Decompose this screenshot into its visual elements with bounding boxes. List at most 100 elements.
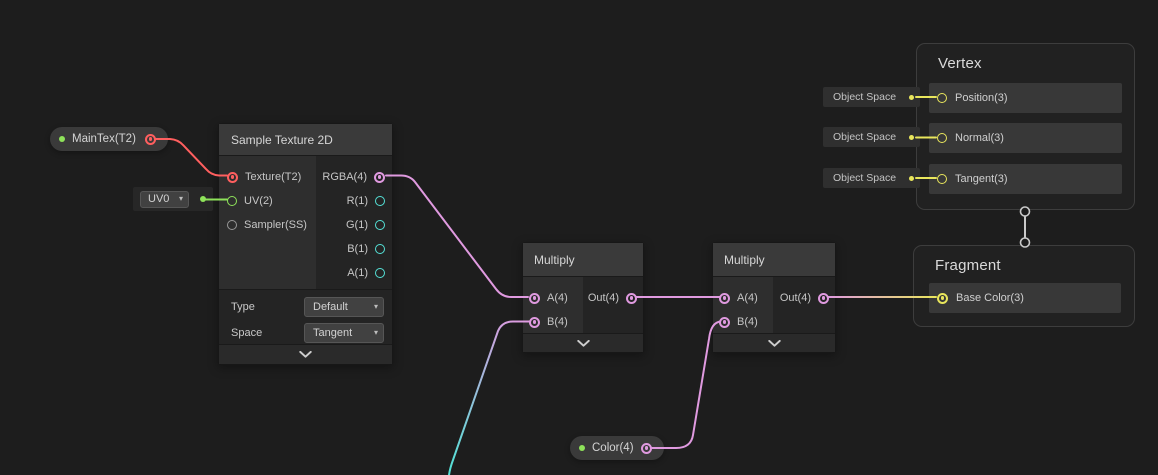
uv-connector-dot-icon (200, 196, 206, 202)
context-title: Vertex (938, 55, 982, 72)
port-label: G(1) (346, 219, 368, 231)
space-dropdown[interactable]: Tangent ▾ (304, 323, 384, 343)
collapse-chevron-icon (767, 339, 781, 347)
object-space-selector-normal[interactable]: Object Space (823, 127, 920, 147)
port-row-sampler: Sampler(SS) (219, 213, 316, 237)
block-label: Base Color(3) (956, 292, 1024, 304)
object-space-selector-tangent[interactable]: Object Space (823, 168, 920, 188)
block-label: Normal(3) (955, 132, 1004, 144)
type-control-row: Type Default ▾ (219, 294, 392, 320)
property-label: Color(4) (592, 442, 634, 454)
control-label: Type (231, 301, 255, 313)
port-label: R(1) (346, 195, 368, 207)
space-control-row: Space Tangent ▾ (219, 320, 392, 346)
a-output-port[interactable] (375, 268, 385, 278)
port-row-a: A(4) (523, 286, 583, 310)
collapse-footer[interactable] (713, 333, 835, 352)
block-normal[interactable]: Normal(3) (929, 123, 1122, 153)
port-row-r: R(1) (316, 189, 392, 213)
b-input-port[interactable] (529, 316, 540, 328)
b-input-port[interactable] (719, 316, 730, 328)
node-title[interactable]: Multiply (713, 243, 835, 277)
property-color[interactable]: Color(4) (570, 436, 664, 460)
dropdown-value: Default (313, 301, 348, 313)
port-label: Texture(T2) (245, 171, 302, 183)
b-output-port[interactable] (375, 244, 385, 254)
collapse-chevron-icon (299, 351, 312, 358)
block-label: Tangent(3) (955, 173, 1008, 185)
port-label: A(4) (547, 292, 568, 304)
edge-rgba-to-multiply1-a[interactable] (385, 174, 529, 298)
selector-label: Object Space (833, 131, 897, 143)
port-label: A(4) (737, 292, 758, 304)
type-dropdown[interactable]: Default ▾ (304, 297, 384, 317)
port-row-g: G(1) (316, 213, 392, 237)
selector-label: Object Space (833, 91, 897, 103)
port-row-rgba: RGBA(4) (316, 165, 392, 189)
normal-input-port[interactable] (937, 133, 947, 143)
port-row-a: A(1) (316, 261, 392, 285)
block-tangent[interactable]: Tangent(3) (929, 164, 1122, 194)
edge-color-to-multiply2-b[interactable] (650, 320, 722, 449)
tangent-input-port[interactable] (937, 174, 947, 184)
rgba-output-port[interactable] (374, 171, 385, 183)
port-label: A(1) (347, 267, 368, 279)
sampler-input-port[interactable] (227, 220, 237, 230)
a-input-port[interactable] (529, 292, 540, 304)
port-row-a: A(4) (713, 286, 773, 310)
dropdown-caret-icon: ▾ (373, 302, 378, 311)
out-output-port[interactable] (626, 292, 637, 304)
dropdown-value: Tangent (313, 327, 353, 339)
uv-channel-dropdown[interactable]: UV0 ▾ (140, 190, 189, 208)
vertex-context[interactable]: Vertex Position(3) Normal(3) Tangent(3) (916, 43, 1135, 210)
position-input-port[interactable] (937, 93, 947, 103)
out-output-port[interactable] (818, 292, 829, 304)
r-output-port[interactable] (375, 196, 385, 206)
collapse-footer[interactable] (523, 333, 643, 352)
property-maintex[interactable]: MainTex(T2) (50, 127, 168, 151)
input-column: A(4) B(4) (523, 277, 583, 336)
input-column: Texture(T2) UV(2) Sampler(SS) (219, 156, 316, 289)
port-row-b: B(4) (523, 310, 583, 334)
fragment-context[interactable]: Fragment Base Color(3) (913, 245, 1135, 327)
port-label: B(4) (547, 316, 568, 328)
collapse-chevron-icon (576, 339, 590, 347)
texture-input-port[interactable] (227, 171, 238, 183)
collapse-footer[interactable] (219, 344, 392, 364)
vertex-fragment-stack-link (1019, 206, 1031, 248)
property-dot-icon (59, 136, 65, 142)
color-output-port[interactable] (641, 442, 652, 454)
port-row-b: B(4) (713, 310, 773, 334)
dropdown-caret-icon: ▾ (178, 194, 183, 203)
object-space-selector-position[interactable]: Object Space (823, 87, 920, 107)
edge-offscreen-to-multiply1-b[interactable] (447, 320, 530, 475)
base-color-input-port[interactable] (937, 292, 948, 304)
a-input-port[interactable] (719, 292, 730, 304)
property-label: MainTex(T2) (72, 133, 136, 145)
maintex-output-port[interactable] (145, 133, 156, 145)
g-output-port[interactable] (375, 220, 385, 230)
port-label: UV(2) (244, 195, 273, 207)
uv-channel-selector: UV0 ▾ (133, 187, 213, 211)
port-label: Out(4) (587, 292, 619, 304)
node-title[interactable]: Sample Texture 2D (219, 124, 392, 156)
port-row-b: B(1) (316, 237, 392, 261)
node-multiply-1[interactable]: Multiply A(4) B(4) Out(4) (522, 242, 644, 353)
block-position[interactable]: Position(3) (929, 83, 1122, 113)
uv-input-port[interactable] (227, 196, 237, 206)
port-label: RGBA(4) (322, 171, 367, 183)
port-label: Sampler(SS) (244, 219, 307, 231)
control-label: Space (231, 327, 263, 339)
node-sample-texture-2d[interactable]: Sample Texture 2D Texture(T2) UV(2) Samp… (218, 123, 393, 365)
dropdown-value: UV0 (148, 193, 170, 205)
dropdown-caret-icon: ▾ (373, 328, 378, 337)
port-row-out: Out(4) (773, 286, 835, 310)
port-row-uv: UV(2) (219, 189, 316, 213)
block-base-color[interactable]: Base Color(3) (929, 283, 1121, 313)
space-dot-icon (909, 94, 914, 100)
node-title[interactable]: Multiply (523, 243, 643, 277)
node-controls: Type Default ▾ Space Tangent ▾ (219, 289, 392, 348)
property-dot-icon (579, 445, 585, 451)
node-multiply-2[interactable]: Multiply A(4) B(4) Out(4) (712, 242, 836, 353)
